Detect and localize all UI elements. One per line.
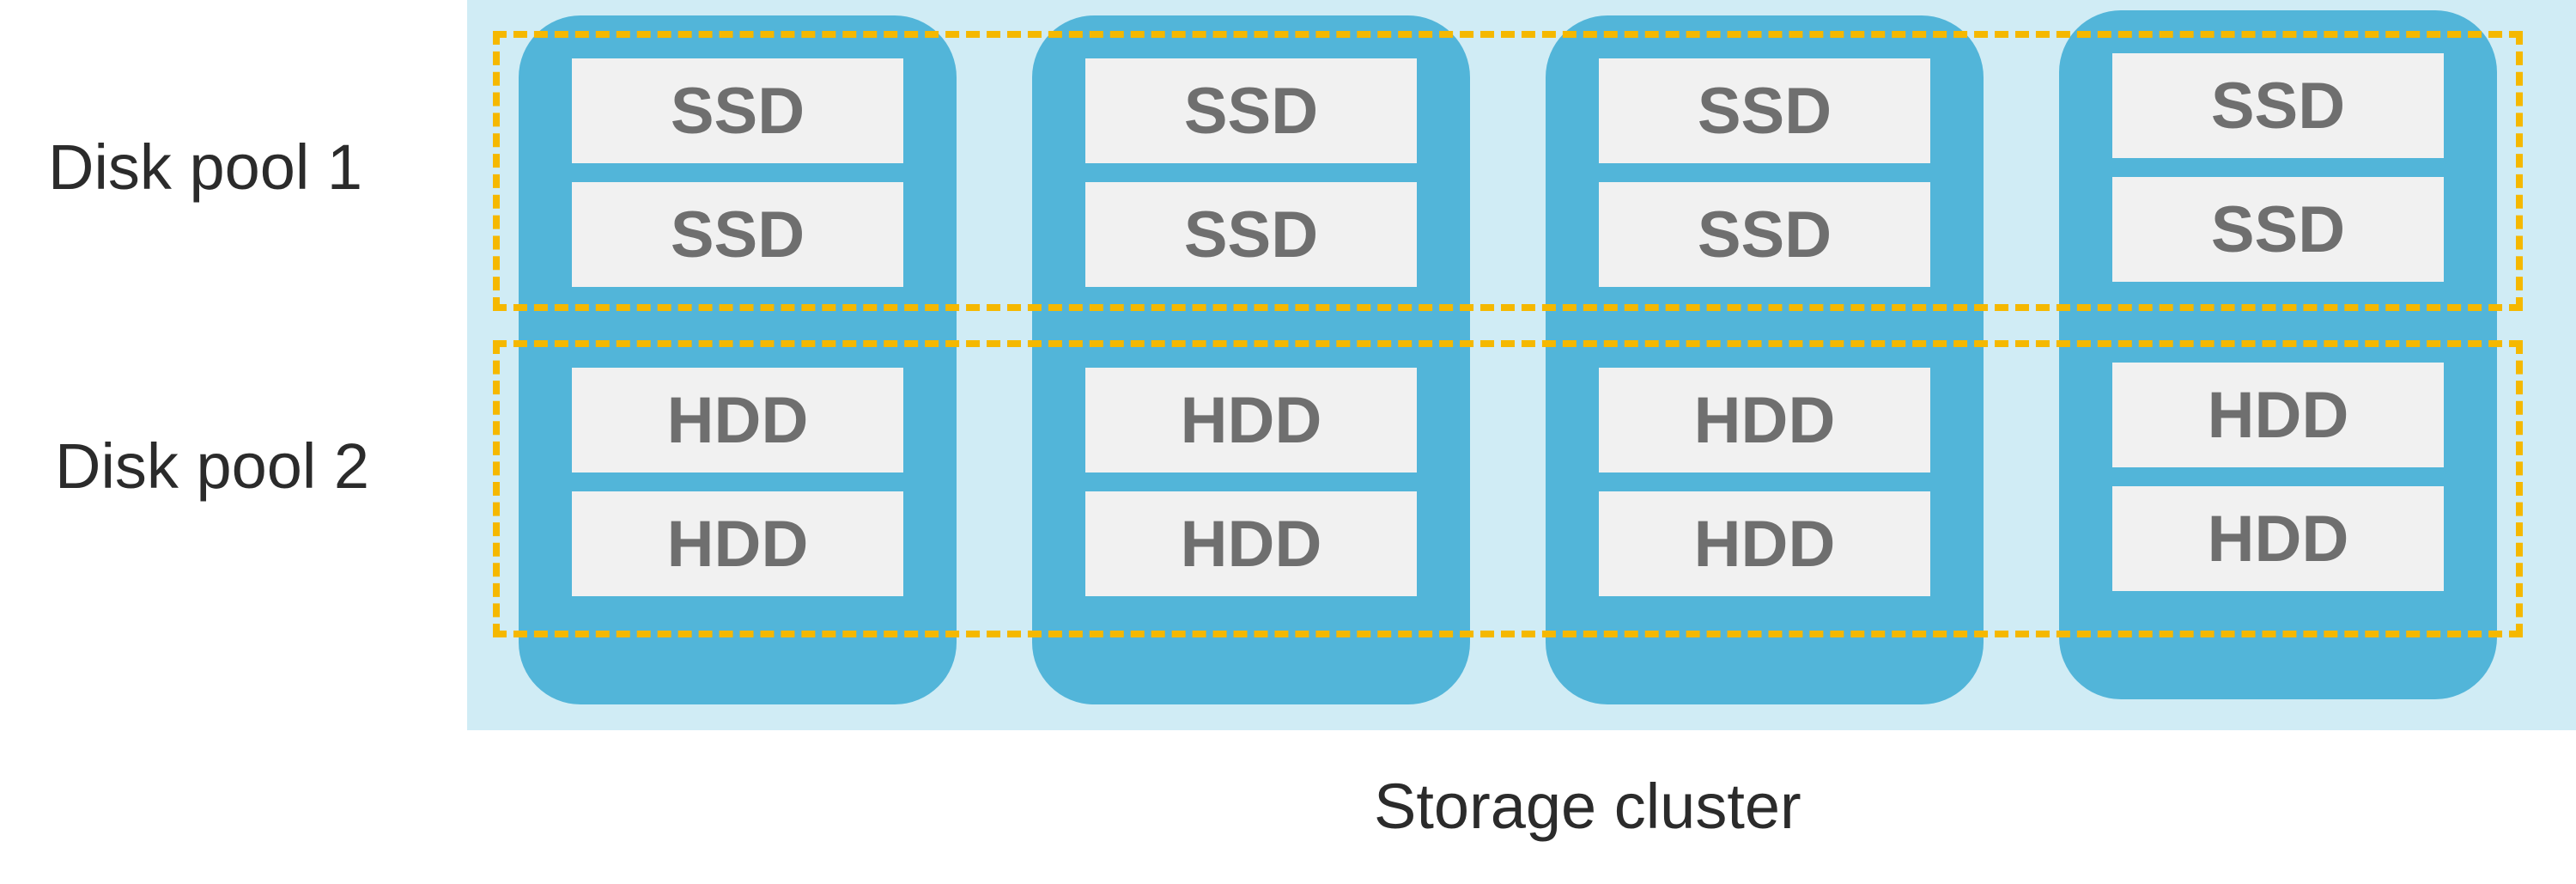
disk-hdd: HDD — [1085, 368, 1417, 472]
disk-hdd: HDD — [1085, 491, 1417, 596]
disk-hdd: HDD — [1599, 368, 1930, 472]
storage-node-1: SSD SSD HDD HDD — [519, 15, 957, 704]
disk-pool-2-boundary — [493, 340, 2523, 637]
storage-cluster-label: Storage cluster — [1374, 771, 1801, 842]
disk-ssd: SSD — [1599, 182, 1930, 287]
disk-hdd: HDD — [572, 368, 903, 472]
storage-node-3: SSD SSD HDD HDD — [1546, 15, 1984, 704]
disk-ssd: SSD — [1085, 58, 1417, 163]
disk-ssd: SSD — [572, 58, 903, 163]
disk-hdd: HDD — [2112, 363, 2444, 467]
disk-ssd: SSD — [2112, 53, 2444, 158]
disk-ssd: SSD — [2112, 177, 2444, 282]
disk-pool-1-boundary — [493, 31, 2523, 311]
disk-ssd: SSD — [1085, 182, 1417, 287]
disk-pool-1-label: Disk pool 1 — [48, 131, 363, 203]
disk-pool-2-label: Disk pool 2 — [55, 430, 370, 502]
storage-node-4: SSD SSD HDD HDD — [2059, 10, 2497, 699]
disk-hdd: HDD — [2112, 486, 2444, 591]
disk-ssd: SSD — [1599, 58, 1930, 163]
disk-hdd: HDD — [572, 491, 903, 596]
disk-ssd: SSD — [572, 182, 903, 287]
storage-node-2: SSD SSD HDD HDD — [1032, 15, 1470, 704]
disk-hdd: HDD — [1599, 491, 1930, 596]
